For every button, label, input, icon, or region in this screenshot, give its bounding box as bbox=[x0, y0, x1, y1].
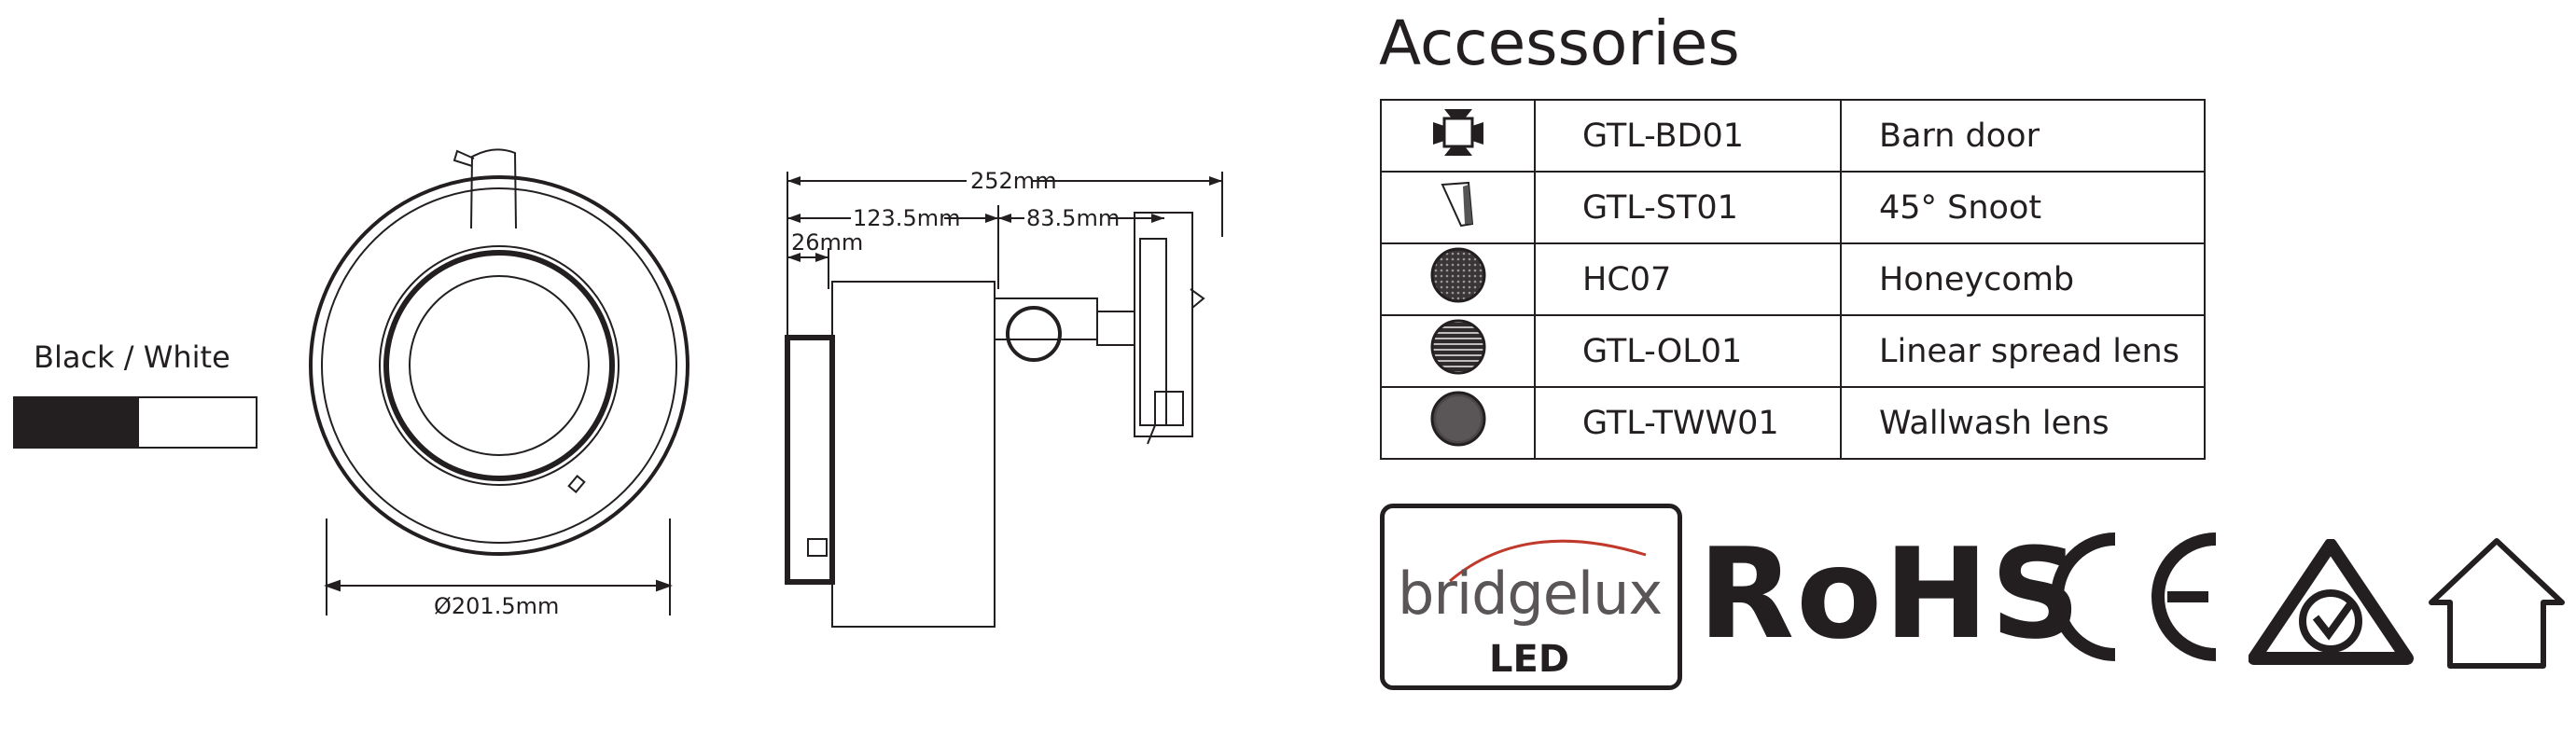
accessory-icon-cell bbox=[1380, 314, 1536, 388]
bridgelux-led-label: LED bbox=[1489, 638, 1570, 681]
total-length-label: 252mm bbox=[970, 168, 1057, 194]
accessory-row: HC07 Honeycomb bbox=[1380, 242, 2206, 316]
accessory-row: GTL-BD01 Barn door bbox=[1380, 99, 2206, 173]
honeycomb-icon bbox=[1430, 247, 1485, 303]
ce-mark bbox=[2051, 532, 2217, 661]
accessory-icon-cell bbox=[1380, 386, 1536, 460]
snoot-icon bbox=[1440, 181, 1473, 228]
black-swatch bbox=[15, 398, 139, 447]
color-swatch bbox=[13, 396, 258, 449]
white-swatch bbox=[139, 398, 256, 447]
accessory-code: HC07 bbox=[1534, 242, 1842, 316]
accessories-title: Accessories bbox=[1379, 7, 1740, 79]
accessory-row: GTL-ST01 45° Snoot bbox=[1380, 171, 2206, 244]
bridgelux-swoosh bbox=[1449, 539, 1647, 583]
wallwash-lens-icon bbox=[1430, 391, 1485, 447]
accessory-row: GTL-OL01 Linear spread lens bbox=[1380, 314, 2206, 388]
accessory-code: GTL-ST01 bbox=[1534, 171, 1842, 244]
lens-depth-label: 26mm bbox=[791, 229, 863, 256]
accessory-name: Linear spread lens bbox=[1840, 314, 2206, 388]
bridgelux-logo bbox=[1380, 504, 1682, 690]
accessory-name: Barn door bbox=[1840, 99, 2206, 173]
accessory-name: 45° Snoot bbox=[1840, 171, 2206, 244]
diameter-label: Ø201.5mm bbox=[434, 593, 559, 619]
rcm-compliance-icon bbox=[2249, 539, 2414, 665]
color-option-label: Black / White bbox=[34, 339, 230, 375]
front-dimension-label-wrap: Ø201.5mm bbox=[434, 593, 559, 619]
bridgelux-wordmark: bridgelux bbox=[1398, 560, 1663, 628]
linear-lens-icon bbox=[1430, 319, 1485, 375]
indoor-use-house-icon bbox=[2429, 538, 2565, 669]
accessory-icon-cell bbox=[1380, 171, 1536, 244]
accessory-name: Wallwash lens bbox=[1840, 386, 2206, 460]
side-view-drawing: 252mm 123.5mm 83.5mm 26mm bbox=[785, 166, 1223, 628]
accessory-icon-cell bbox=[1380, 99, 1536, 173]
front-view-drawing bbox=[309, 148, 689, 615]
rear-length-label: 83.5mm bbox=[1026, 205, 1120, 231]
accessory-code: GTL-OL01 bbox=[1534, 314, 1842, 388]
front-length-label: 123.5mm bbox=[853, 205, 960, 231]
accessory-row: GTL-TWW01 Wallwash lens bbox=[1380, 386, 2206, 460]
barn-door-icon bbox=[1432, 109, 1483, 156]
accessory-code: GTL-BD01 bbox=[1534, 99, 1842, 173]
accessory-icon-cell bbox=[1380, 242, 1536, 316]
accessories-table: GTL-BD01 Barn door GTL-ST01 45° Snoot HC… bbox=[1380, 99, 2206, 460]
rohs-mark: RoHS bbox=[1698, 521, 2082, 667]
accessory-code: GTL-TWW01 bbox=[1534, 386, 1842, 460]
accessory-name: Honeycomb bbox=[1840, 242, 2206, 316]
